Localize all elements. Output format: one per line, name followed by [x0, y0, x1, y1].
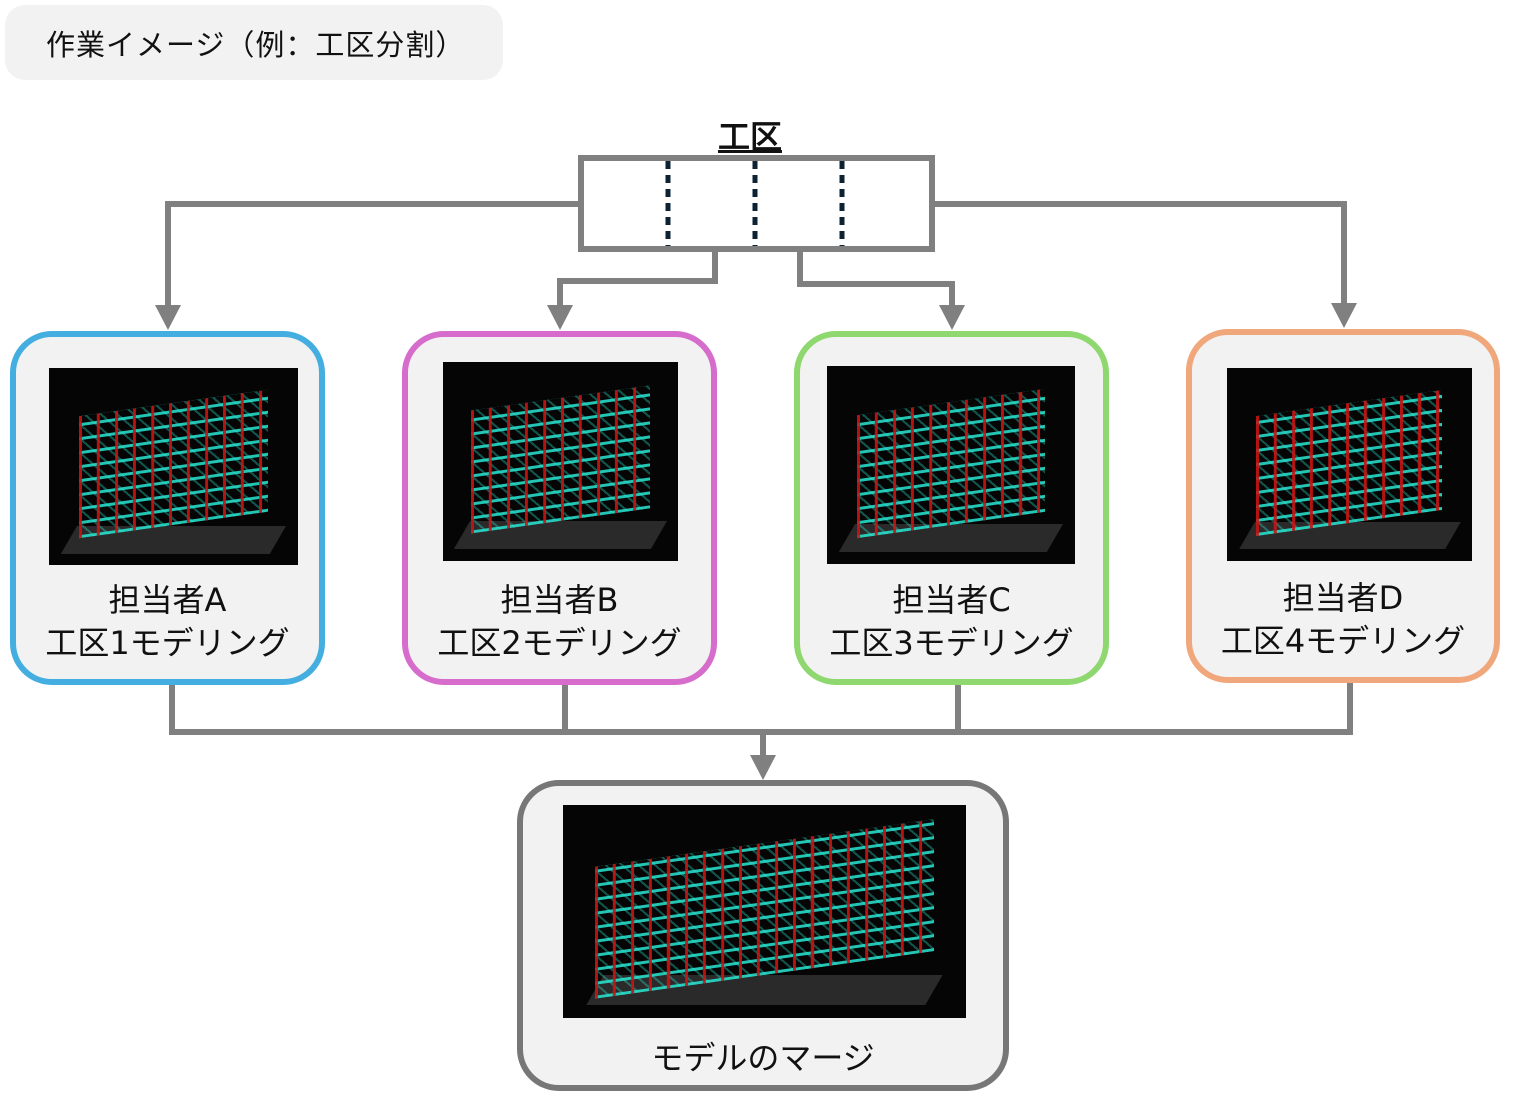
connector-a-merge	[169, 682, 1353, 735]
connector-zone-b	[557, 249, 718, 310]
task-label: 工区1モデリング	[45, 624, 290, 662]
person-label: 担当者D	[1282, 579, 1404, 617]
person-label: 担当者A	[108, 581, 227, 619]
diagram-title: 作業イメージ（例：工区分割）	[46, 28, 466, 62]
task-label: 工区2モデリング	[437, 624, 682, 662]
arrow-head-icon	[1331, 303, 1357, 328]
title-box	[5, 5, 503, 80]
arrow-head-icon	[155, 305, 181, 330]
task-label: 工区4モデリング	[1220, 622, 1466, 660]
arrow-head-icon	[547, 305, 573, 330]
model-image-zone-2	[443, 362, 678, 561]
arrow-head-icon	[750, 755, 776, 780]
task-label: 工区3モデリング	[829, 624, 1074, 662]
card-person-c: 担当者C 工区3モデリング	[794, 331, 1109, 685]
zone-label: 工区	[717, 118, 782, 156]
person-label: 担当者B	[500, 581, 619, 619]
card-person-b: 担当者B 工区2モデリング	[402, 331, 717, 685]
merged-model-image	[563, 805, 966, 1018]
connector-zone-d	[932, 201, 1347, 308]
merge-label: モデルのマージ	[651, 1039, 875, 1077]
arrow-head-icon	[939, 305, 965, 330]
person-label: 担当者C	[892, 581, 1011, 619]
model-image-zone-3	[827, 366, 1075, 564]
card-person-a: 担当者A 工区1モデリング	[10, 331, 325, 685]
card-person-d: 担当者D 工区4モデリング	[1186, 329, 1500, 683]
merge-card: モデルのマージ	[517, 780, 1009, 1091]
model-image-zone-1	[49, 368, 298, 565]
connector-zone-c	[797, 249, 955, 310]
model-image-zone-4	[1227, 368, 1472, 561]
connector-zone-a	[165, 201, 581, 310]
